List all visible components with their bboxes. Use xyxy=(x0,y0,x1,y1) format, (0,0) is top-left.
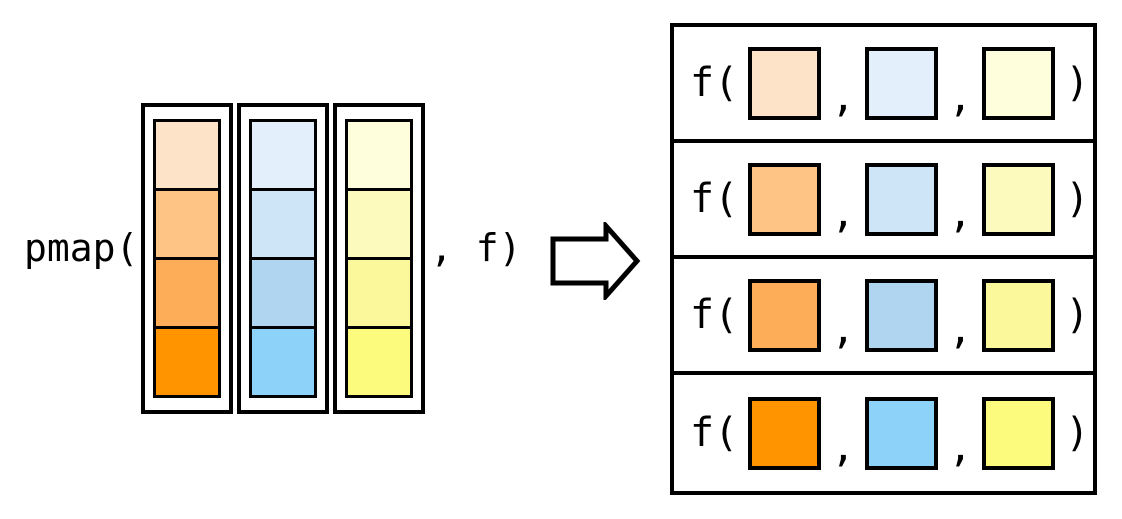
close-paren-label: ) xyxy=(1065,60,1090,106)
comma-label: , xyxy=(948,425,973,471)
result-panel: f( , , ) f( , , ) f( , , ) f( xyxy=(670,23,1097,495)
pmap-call-open-label: pmap( xyxy=(24,226,139,270)
array-cell xyxy=(249,119,317,191)
comma-label: , xyxy=(831,191,856,237)
array-cell xyxy=(153,188,221,260)
f-open-label: f( xyxy=(690,292,739,338)
array-cell xyxy=(153,119,221,191)
input-array-yellow xyxy=(333,103,425,414)
arg-square-blue xyxy=(865,396,939,470)
f-open-label: f( xyxy=(690,60,739,106)
f-open-label: f( xyxy=(690,410,739,456)
arg-square-yellow xyxy=(982,162,1056,236)
arg-square-orange xyxy=(748,162,822,236)
f-open-label: f( xyxy=(690,176,739,222)
arg-square-yellow xyxy=(982,46,1056,120)
result-row: f( , , ) xyxy=(674,143,1093,259)
arg-square-orange xyxy=(748,278,822,352)
array-cell xyxy=(249,326,317,398)
arrow-right-icon xyxy=(550,222,641,300)
array-cell xyxy=(345,326,413,398)
array-cell xyxy=(249,257,317,329)
close-paren-label: ) xyxy=(1065,176,1090,222)
comma-label: , xyxy=(948,307,973,353)
comma-label: , xyxy=(831,425,856,471)
result-row: f( , , ) xyxy=(674,259,1093,375)
arg-square-yellow xyxy=(982,278,1056,352)
input-arrays xyxy=(141,103,425,414)
arg-square-orange xyxy=(748,46,822,120)
comma-label: , xyxy=(948,191,973,237)
arg-square-orange xyxy=(748,396,822,470)
arg-square-blue xyxy=(865,46,939,120)
close-paren-label: ) xyxy=(1065,410,1090,456)
array-cell xyxy=(249,188,317,260)
arg-square-blue xyxy=(865,278,939,352)
comma-label: , xyxy=(948,75,973,121)
array-cell xyxy=(345,188,413,260)
array-cell xyxy=(345,119,413,191)
comma-label: , xyxy=(831,307,856,353)
result-row: f( , , ) xyxy=(674,27,1093,143)
input-array-orange xyxy=(141,103,233,414)
array-cell xyxy=(153,257,221,329)
close-paren-label: ) xyxy=(1065,292,1090,338)
array-cell xyxy=(153,326,221,398)
arg-square-yellow xyxy=(982,396,1056,470)
comma-label: , xyxy=(831,75,856,121)
arg-square-blue xyxy=(865,162,939,236)
input-array-blue xyxy=(237,103,329,414)
pmap-call-close-label: , f) xyxy=(430,226,522,270)
array-cell xyxy=(345,257,413,329)
result-row: f( , , ) xyxy=(674,375,1093,491)
